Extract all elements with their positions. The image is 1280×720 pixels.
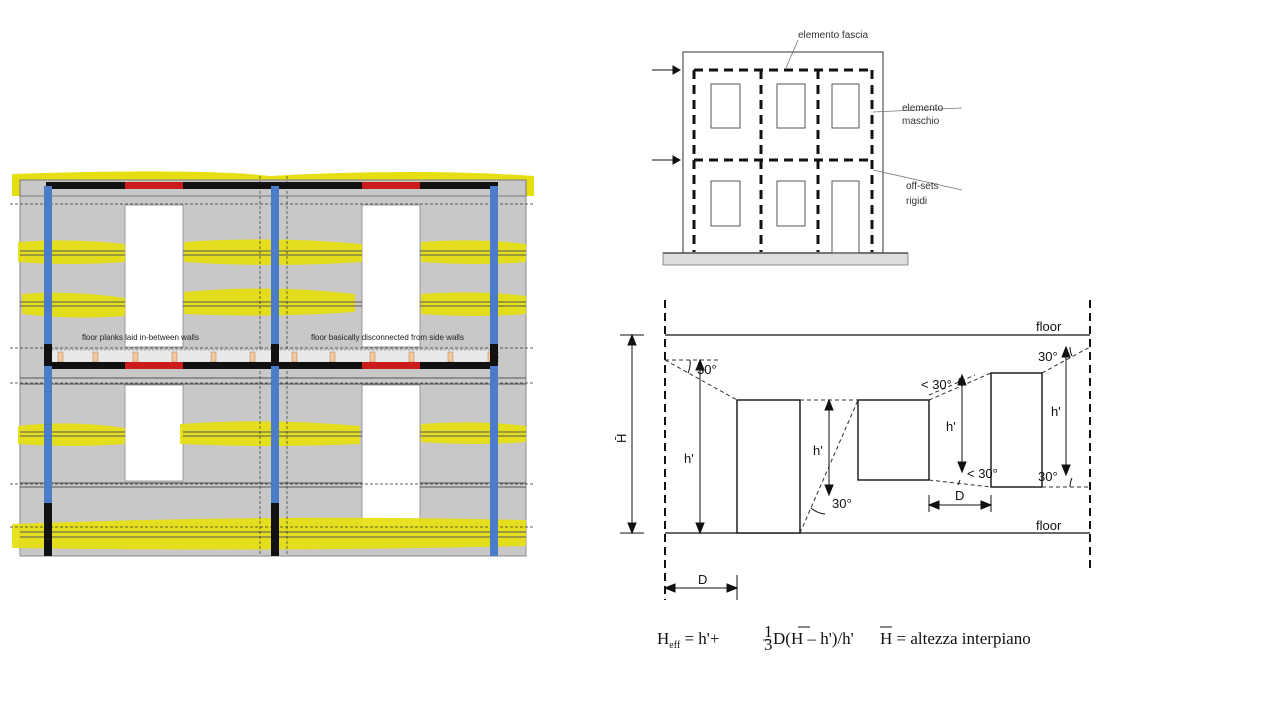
effective-height-formula: Heff = h'+ 1 3 D(H – h')/h' H = altezza … xyxy=(657,622,1031,654)
hprime-label-2: h' xyxy=(813,443,823,458)
formula-d: D( xyxy=(773,629,791,648)
window-opening xyxy=(124,384,184,482)
formula-hbar: H xyxy=(791,629,803,648)
window-opening xyxy=(361,384,421,528)
storey-bounds xyxy=(664,300,1091,600)
label-leaders xyxy=(785,39,963,191)
course-lines xyxy=(20,250,526,538)
elemento-maschio-label-2: maschio xyxy=(902,116,940,127)
angle-label-4: < 30° xyxy=(967,466,998,481)
frame-openings xyxy=(710,83,860,254)
frame-axes xyxy=(692,68,874,252)
third-numerator: 1 xyxy=(764,622,773,641)
angle-label-3: < 30° xyxy=(921,377,952,392)
hprime-dimensions xyxy=(695,345,1071,535)
offsets-label-2: rigidi xyxy=(906,196,927,207)
formula-equals: = h'+ xyxy=(680,629,719,648)
offsets-label-1: off-sets xyxy=(906,181,939,192)
ground-hatch xyxy=(662,252,909,266)
third-denominator: 3 xyxy=(764,635,773,654)
elemento-fascia-label: elemento fascia xyxy=(798,30,868,41)
window-opening xyxy=(361,204,421,348)
columns xyxy=(44,186,498,556)
heff-subscript: eff xyxy=(669,640,681,651)
hbar-label: H̄ xyxy=(614,434,629,443)
angle-arcs xyxy=(687,346,1073,515)
elemento-maschio-label-1: elemento xyxy=(902,103,944,114)
angle-label-5: 30° xyxy=(1038,349,1058,364)
lintels xyxy=(125,182,420,369)
floor-planks-label: floor planks laid in-between walls xyxy=(82,333,199,342)
svg-text:D(H – h')/h': D(H – h')/h' xyxy=(773,629,854,648)
hprime-label-3: h' xyxy=(946,419,956,434)
wall-elevation-diagram: floor planks laid in-between walls floor… xyxy=(10,171,534,557)
d-label-left: D xyxy=(698,572,707,587)
highlight-strokes xyxy=(12,239,526,550)
svg-text:H = altezza interpiano: H = altezza interpiano xyxy=(880,629,1031,648)
hprime-label-1: h' xyxy=(684,451,694,466)
hprime-label-4: h' xyxy=(1051,404,1061,419)
column-black-segments xyxy=(44,344,498,556)
def-text: = altezza interpiano xyxy=(892,629,1030,648)
floor-lines xyxy=(665,334,1090,534)
d-label-mid: D xyxy=(955,488,964,503)
heff-symbol: H xyxy=(657,629,669,648)
floor-disconnected-label: floor basically disconnected from side w… xyxy=(311,333,464,342)
frame-outline xyxy=(682,51,884,254)
effective-height-diagram: floor floor H̄ xyxy=(614,300,1091,600)
angle-label-6: 30° xyxy=(1038,469,1058,484)
angle-label-2: 30° xyxy=(832,496,852,511)
floor-top-label: floor xyxy=(1036,319,1062,334)
floor-bottom-label: floor xyxy=(1036,518,1062,533)
svg-text:Heff = h'+: Heff = h'+ xyxy=(657,629,719,651)
hbar-dimension xyxy=(620,333,644,535)
def-hbar: H xyxy=(880,629,892,648)
formula-tail: – h')/h' xyxy=(803,629,854,648)
load-arrows xyxy=(652,65,682,165)
angle-label-1: 30° xyxy=(697,362,717,377)
d-dimensions xyxy=(663,495,993,600)
piers xyxy=(736,372,1043,534)
equivalent-frame-diagram: elemento fascia elemento maschio off-set… xyxy=(652,30,963,266)
window-opening xyxy=(124,204,184,348)
